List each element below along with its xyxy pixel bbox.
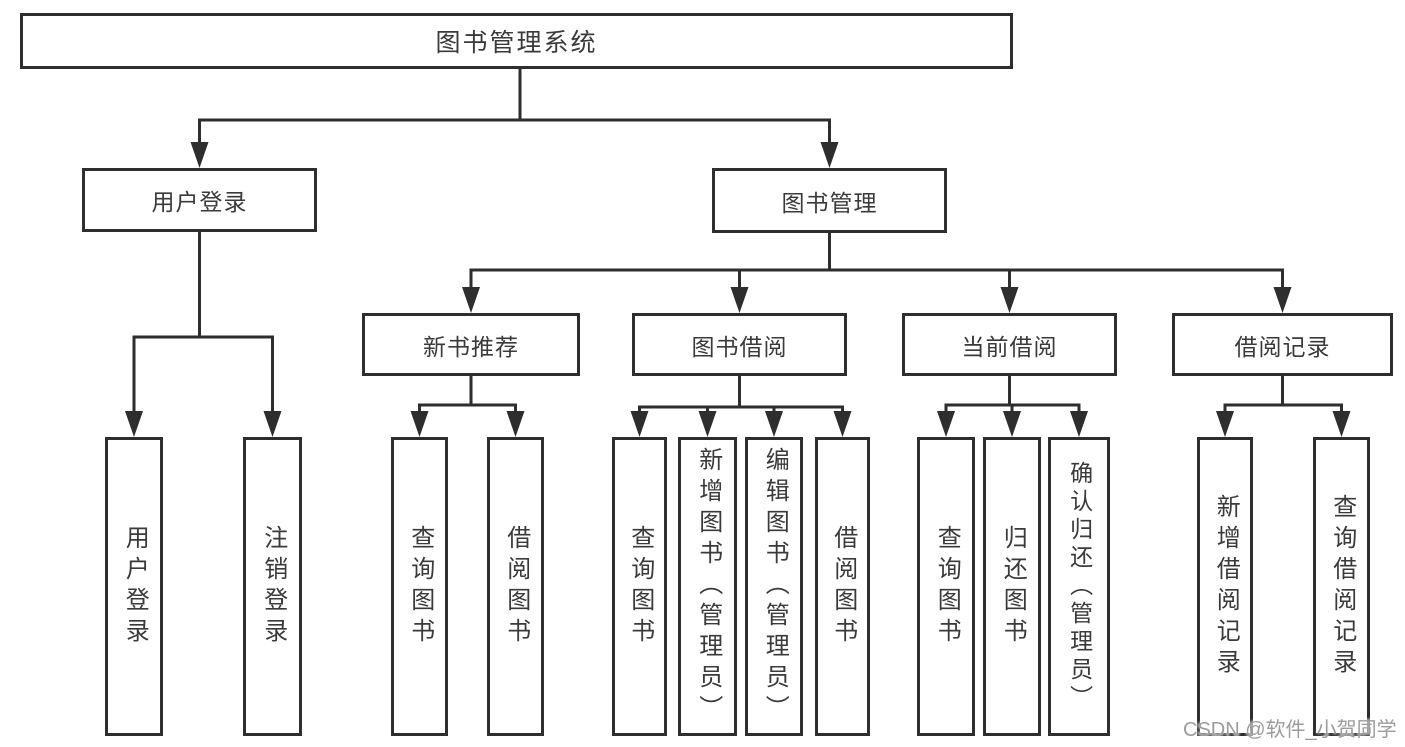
leaf-add-books-admin-label: 新增图书（管理员） (694, 447, 722, 726)
leaf-logout-label: 注销登录 (259, 524, 287, 649)
leaf-query-books-borrowing-label: 查询图书 (626, 524, 654, 649)
leaf-query-books-recommend: 查询图书 (391, 437, 448, 736)
leaf-logout: 注销登录 (243, 437, 302, 736)
leaf-edit-books-admin: 编辑图书（管理员） (745, 437, 803, 736)
node-user-login-branch: 用户登录 (82, 168, 317, 232)
leaf-add-books-admin: 新增图书（管理员） (678, 437, 737, 736)
node-book-borrowing: 图书借阅 (632, 313, 847, 376)
leaf-borrow-books-recommend: 借阅图书 (487, 437, 544, 736)
leaf-edit-books-admin-label: 编辑图书（管理员） (761, 447, 789, 726)
leaf-borrow-books-label: 借阅图书 (829, 524, 857, 649)
leaf-query-books-borrowing: 查询图书 (612, 437, 667, 736)
node-user-login-branch-label: 用户登录 (151, 189, 248, 215)
leaf-query-books-current: 查询图书 (917, 437, 975, 736)
leaf-query-books-recommend-label: 查询图书 (406, 524, 434, 649)
node-book-management-label: 图书管理 (781, 189, 878, 216)
node-book-borrowing-label: 图书借阅 (691, 333, 788, 360)
node-new-book-recommend: 新书推荐 (362, 313, 580, 376)
leaf-add-borrow-record-label: 新增借阅记录 (1212, 493, 1240, 680)
leaf-user-login: 用户登录 (105, 437, 163, 736)
node-current-borrowing-label: 当前借阅 (961, 333, 1058, 360)
node-book-management: 图书管理 (712, 168, 947, 233)
leaf-query-borrow-record-label: 查询借阅记录 (1328, 493, 1356, 680)
leaf-user-login-label: 用户登录 (121, 524, 149, 649)
leaf-confirm-return-admin-label: 确认归还（管理员） (1066, 460, 1093, 713)
leaf-return-books: 归还图书 (983, 437, 1041, 736)
leaf-query-borrow-record: 查询借阅记录 (1313, 437, 1370, 736)
node-current-borrowing: 当前借阅 (902, 313, 1117, 376)
leaf-confirm-return-admin: 确认归还（管理员） (1048, 437, 1110, 736)
leaf-return-books-label: 归还图书 (999, 524, 1027, 649)
leaf-add-borrow-record: 新增借阅记录 (1197, 437, 1253, 736)
node-root-system: 图书管理系统 (20, 13, 1013, 69)
node-new-book-recommend-label: 新书推荐 (423, 333, 519, 360)
leaf-borrow-books: 借阅图书 (815, 437, 870, 736)
arrowheads (125, 142, 1351, 437)
watermark-text: CSDN @软件_小贺同学 (1183, 719, 1397, 741)
node-borrow-records: 借阅记录 (1172, 313, 1393, 376)
leaf-query-books-current-label: 查询图书 (933, 524, 961, 649)
leaf-borrow-books-recommend-label: 借阅图书 (502, 524, 530, 649)
node-borrow-records-label: 借阅记录 (1234, 333, 1331, 360)
node-root-label: 图书管理系统 (435, 29, 598, 57)
